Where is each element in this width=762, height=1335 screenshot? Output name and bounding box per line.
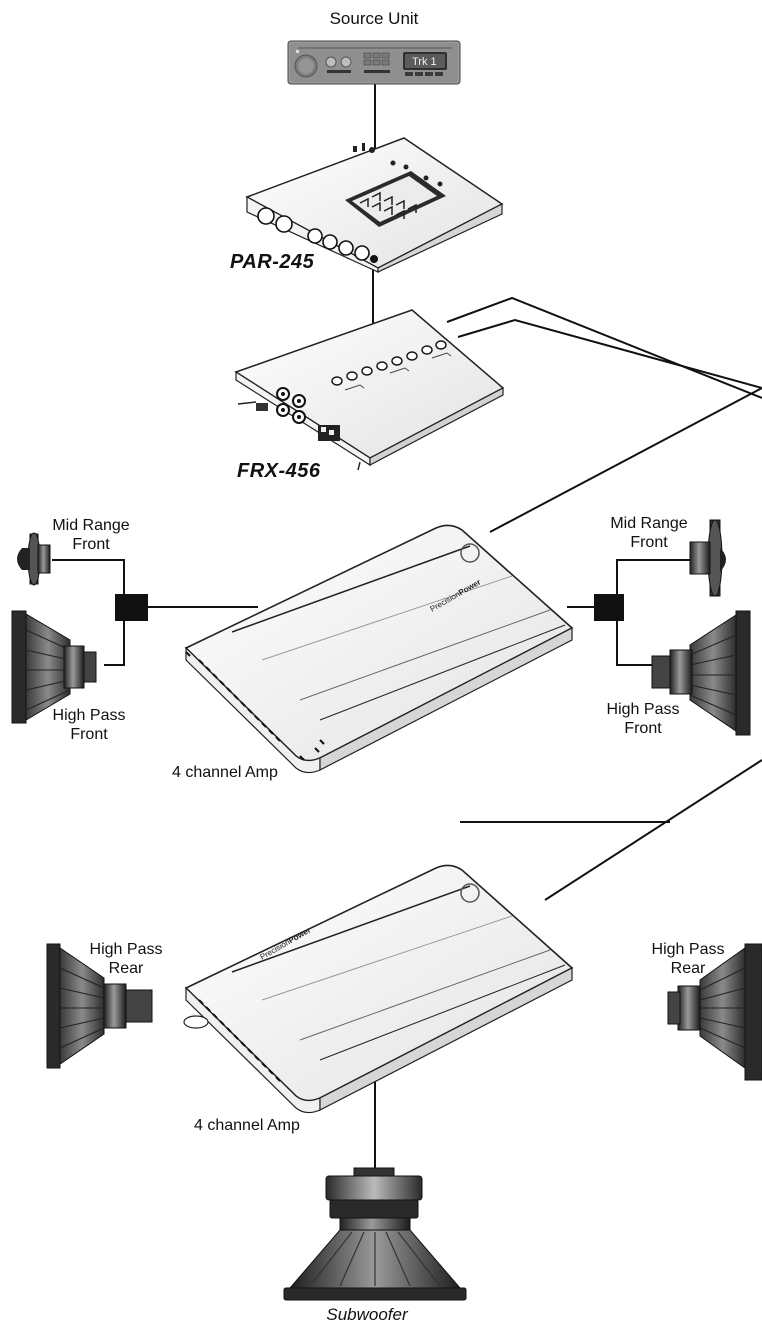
- equalizer-par-245: [245, 137, 504, 273]
- speaker-hp-front-left-label-1: High Pass: [52, 707, 126, 724]
- speaker-hp-rear-right: [667, 943, 762, 1081]
- amp-rear-label: 4 channel Amp: [194, 1117, 300, 1134]
- speaker-mid-left-label-2: Front: [72, 536, 110, 553]
- source-unit-label: Source Unit: [329, 9, 419, 28]
- speaker-hp-rear-right-label-1: High Pass: [651, 941, 725, 958]
- speaker-hp-rear-left: [46, 943, 153, 1069]
- amp-rear-main: [186, 830, 440, 858]
- eq-model-label: PAR-245: [230, 251, 315, 273]
- amp-front-label: 4 channel Amp: [172, 764, 278, 781]
- speaker-mid-right: [689, 519, 726, 597]
- crossover-box-left: [115, 594, 148, 621]
- speaker-hp-front-left-label-2: Front: [70, 726, 108, 743]
- wire-mid-right: [616, 559, 690, 595]
- source-unit: [287, 40, 461, 85]
- wires: [52, 78, 762, 1175]
- speaker-hp-front-right-label-1: High Pass: [606, 701, 680, 718]
- speaker-mid-left: [17, 532, 51, 586]
- wire-mid-left: [52, 559, 125, 595]
- speaker-mid-left-label-1: Mid Range: [52, 517, 130, 534]
- subwoofer: [283, 1167, 467, 1301]
- amp-front-logo: [460, 543, 480, 563]
- speaker-mid-right-label-2: Front: [630, 534, 668, 551]
- wire-crossover-to-front-amp: [489, 387, 762, 533]
- amp-front: PrecisionPower: [184, 524, 574, 774]
- speaker-hp-rear-left-label-2: Rear: [108, 960, 144, 977]
- speaker-hp-front-right: [651, 610, 751, 736]
- wire-hp-left: [104, 621, 125, 666]
- speaker-mid-right-label-1: Mid Range: [610, 515, 688, 532]
- wire-hp-right: [616, 621, 652, 666]
- crossover-frx-456: [234, 309, 505, 471]
- amp-rear-logo: [460, 883, 480, 903]
- subwoofer-label: Subwoofer: [326, 1305, 408, 1324]
- source-unit-display: Trk 1: [412, 56, 437, 68]
- speaker-hp-rear-left-label-1: High Pass: [89, 941, 163, 958]
- wire-to-rear-amp: [544, 759, 762, 901]
- crossover-box-right: [594, 594, 624, 621]
- amp-rear-actual: PrecisionPower: [183, 864, 574, 1114]
- speaker-hp-front-right-label-2: Front: [624, 720, 662, 737]
- speaker-hp-rear-right-label-2: Rear: [670, 960, 706, 977]
- crossover-model-label: FRX-456: [237, 460, 321, 482]
- amp-rear-graphic: [186, 830, 436, 860]
- speaker-hp-front-left: [11, 610, 97, 724]
- wire-crossover-inner: [457, 318, 762, 389]
